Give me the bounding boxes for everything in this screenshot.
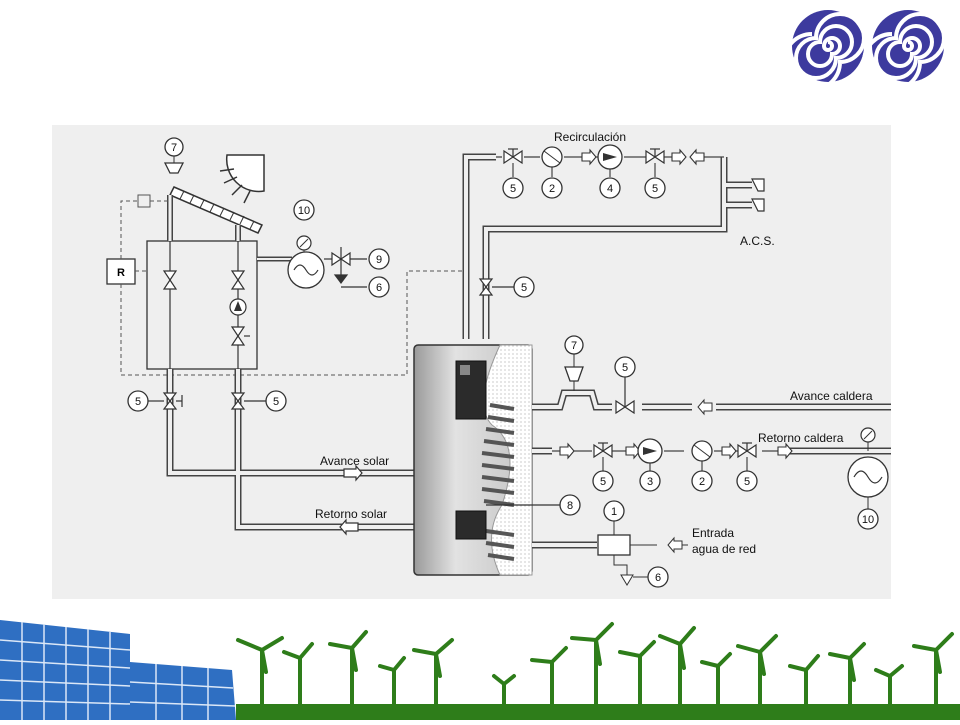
footer-illustration	[0, 610, 960, 720]
callout-ret-2: 2	[699, 476, 705, 488]
callout-recirc-5: 5	[510, 183, 516, 195]
avance-caldera-label: Avance caldera	[790, 389, 873, 403]
callout-boiler-7: 7	[571, 340, 577, 352]
valve-icon	[478, 278, 514, 296]
callout-8: 8	[567, 500, 573, 512]
callout-6: 6	[376, 282, 382, 294]
pressure-gauge-icon	[847, 427, 889, 509]
check-valve-icon	[541, 146, 563, 168]
pump-icon	[229, 298, 247, 316]
valve-icon	[162, 270, 250, 346]
acs-label: A.C.S.	[740, 234, 775, 248]
callout-acs-5: 5	[521, 282, 527, 294]
pump-icon	[637, 438, 663, 464]
valve-icon	[615, 377, 635, 415]
recirculacion-label: Recirculación	[554, 130, 626, 144]
callout-ret-5b: 5	[744, 476, 750, 488]
callout-5: 5	[135, 396, 141, 408]
diagram-panel: 7 R 10	[52, 125, 891, 599]
callout-7: 7	[171, 142, 177, 154]
solar-panel-icon	[0, 620, 236, 720]
tap-icon	[751, 178, 765, 212]
callout-ret-5: 5	[600, 476, 606, 488]
callout-mains-1: 1	[611, 506, 617, 518]
valve-icon	[593, 442, 757, 459]
safety-valve-icon	[324, 247, 367, 288]
callout-recirc-4: 4	[607, 183, 613, 195]
retorno-solar-label: Retorno solar	[315, 507, 387, 521]
expansion-vessel-7	[564, 335, 584, 391]
check-valve-icon	[691, 440, 713, 462]
controller-label: R	[117, 267, 125, 279]
retorno-caldera-label: Retorno caldera	[758, 431, 844, 445]
spiral-logo-icon	[782, 6, 948, 92]
callout-recirc-5b: 5	[652, 183, 658, 195]
entrada-label-1: Entrada	[692, 526, 734, 540]
avance-solar-label: Avance solar	[320, 454, 389, 468]
callout-9: 9	[376, 254, 382, 266]
wind-turbine-icon	[236, 622, 960, 720]
callout-5b: 5	[273, 396, 279, 408]
pump-icon	[597, 144, 623, 170]
pressure-gauge-icon	[287, 199, 325, 289]
callout-recirc-2: 2	[549, 183, 555, 195]
callout-ret-3: 3	[647, 476, 653, 488]
expansion-vessel-7	[163, 137, 185, 174]
callout-mains-6: 6	[655, 572, 661, 584]
callout-boiler-5: 5	[622, 362, 628, 374]
sun-icon	[219, 154, 265, 204]
mains-unit	[597, 521, 688, 586]
valve-icon	[148, 392, 266, 410]
callout-10: 10	[298, 205, 310, 217]
callout-boiler-10: 10	[862, 514, 874, 526]
valve-icon	[503, 148, 665, 165]
storage-tank	[413, 344, 533, 576]
entrada-label-2: agua de red	[692, 542, 756, 556]
solar-collector-icon	[168, 186, 264, 234]
